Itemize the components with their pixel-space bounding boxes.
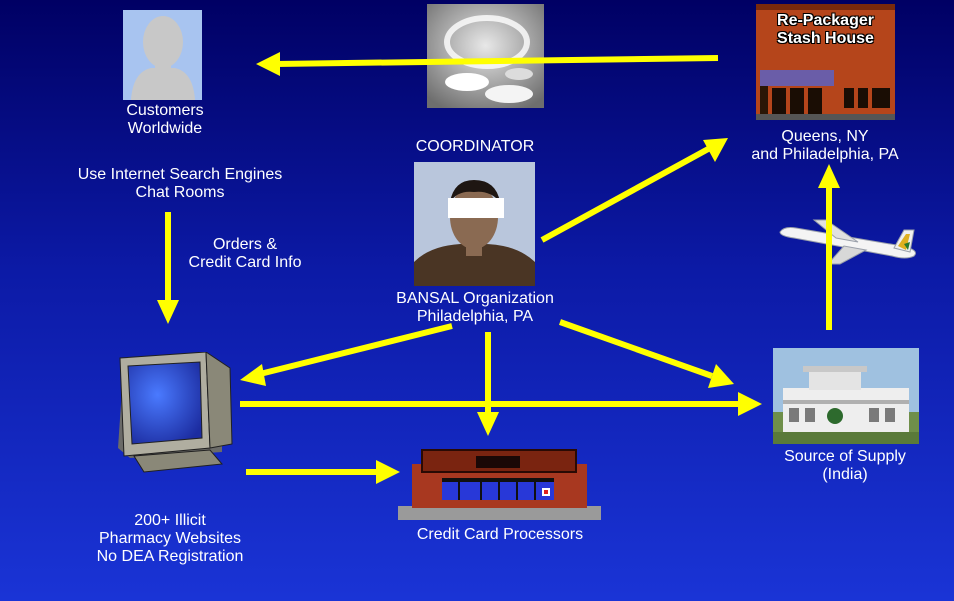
bansal-label-line-1: BANSAL Organization — [396, 290, 554, 307]
airplane-icon — [774, 216, 924, 266]
bansal-label-line-2: Philadelphia, PA — [416, 308, 534, 325]
arrow-to-computer — [240, 323, 453, 386]
customers-label-line-2: Worldwide — [127, 120, 203, 137]
queens-label-line-2: and Philadelphia, PA — [751, 146, 899, 163]
search-engines-label-line-2: Chat Rooms — [135, 184, 225, 201]
search-engines-label-line-1: Use Internet Search Engines — [77, 166, 283, 183]
supply-label: Source of Supply (India) — [755, 448, 935, 484]
supply-building-photo — [773, 348, 919, 444]
orders-label-line-1: Orders & — [212, 236, 277, 253]
websites-label-line-1: 200+ Illicit — [134, 512, 206, 529]
repackager-title-line-1: Re-Packager — [777, 12, 874, 29]
supply-label-line-2: (India) — [822, 466, 868, 483]
arrow-to-stash-house — [540, 138, 728, 243]
queens-label: Queens, NY and Philadelphia, PA — [735, 128, 915, 164]
processors-label: Credit Card Processors — [416, 526, 584, 543]
repackager-title: Re-Packager Stash House — [756, 12, 895, 48]
arrow-computer-to-processors — [246, 460, 400, 484]
computer-monitor-icon — [110, 351, 235, 477]
arrow-to-supply — [558, 319, 734, 388]
credit-card-store-icon — [398, 444, 601, 520]
orders-label: Orders & Credit Card Info — [160, 236, 330, 272]
arrow-to-websites — [157, 212, 179, 324]
coordinator-photo — [414, 162, 535, 286]
pills-photo — [427, 4, 544, 108]
arrow-to-processors — [477, 332, 499, 436]
customers-label-line-1: Customers — [126, 102, 204, 119]
websites-label-line-2: Pharmacy Websites — [99, 530, 241, 547]
customer-silhouette-image — [123, 10, 202, 100]
arrow-to-customers — [256, 52, 719, 76]
arrow-supply-to-stash — [818, 164, 840, 330]
websites-label: 200+ Illicit Pharmacy Websites No DEA Re… — [70, 512, 270, 566]
supply-label-line-1: Source of Supply — [784, 448, 906, 465]
coordinator-label: COORDINATOR — [415, 138, 535, 155]
bansal-label: BANSAL Organization Philadelphia, PA — [365, 290, 585, 326]
repackager-title-line-2: Stash House — [777, 30, 874, 47]
search-engines-label: Use Internet Search Engines Chat Rooms — [40, 166, 320, 202]
customers-label: Customers Worldwide — [75, 102, 255, 138]
arrow-computer-to-supply — [240, 392, 762, 416]
queens-label-line-1: Queens, NY — [781, 128, 869, 145]
stash-house-building-image — [756, 4, 895, 120]
websites-label-line-3: No DEA Registration — [96, 548, 244, 565]
orders-label-line-2: Credit Card Info — [188, 254, 302, 271]
